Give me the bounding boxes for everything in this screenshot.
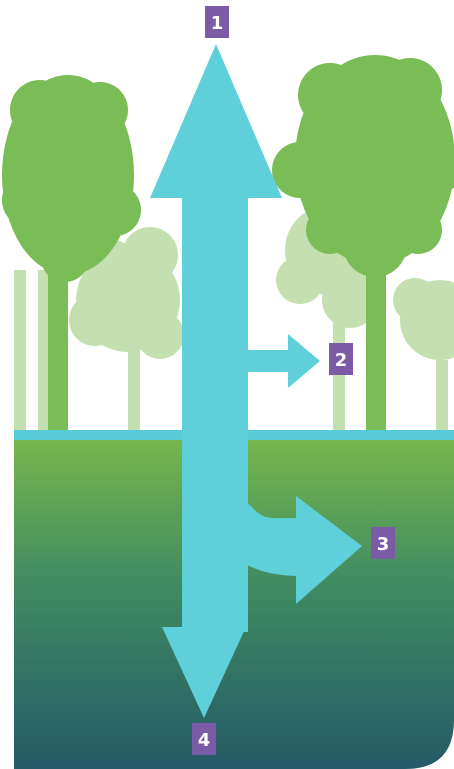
badge-3-label: 3: [377, 534, 390, 555]
badge-4: 4: [192, 723, 216, 755]
arrow-up-head: [150, 44, 282, 198]
badge-2-label: 2: [335, 350, 348, 371]
badge-3: 3: [371, 527, 395, 559]
badge-1: 1: [205, 6, 229, 38]
arrow-right-head: [288, 334, 320, 388]
badge-4-label: 4: [198, 730, 211, 751]
badge-1-label: 1: [211, 13, 224, 34]
badge-2: 2: [329, 343, 353, 375]
